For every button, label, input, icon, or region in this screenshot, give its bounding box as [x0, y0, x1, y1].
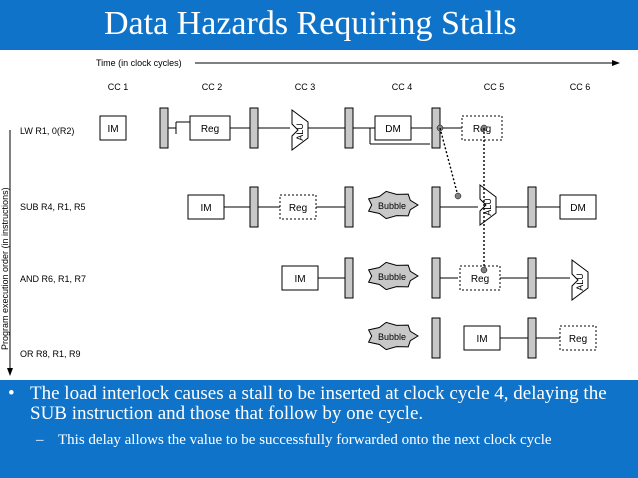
sub-im-block-label: IM	[200, 203, 211, 214]
and-reg-block-label: Reg	[471, 274, 489, 285]
pipeline-register	[159, 107, 169, 149]
sub-im-block	[187, 194, 225, 220]
pipeline-diagram-svg: Time (in clock cycles) Program execution …	[0, 58, 620, 376]
bullet-text: The load interlock causes a stall to be …	[30, 383, 607, 424]
instruction-label: SUB R4, R1, R5	[20, 202, 86, 212]
pipeline-register	[249, 107, 259, 149]
instruction-label: LW R1, 0(R2)	[20, 126, 74, 136]
forwarding-path	[439, 127, 459, 197]
bullet-marker: •	[8, 383, 15, 404]
sub-bubble-label: Bubble	[378, 201, 406, 211]
program-axis-arrowhead	[7, 368, 13, 376]
clock-cycle-label: CC 1	[108, 82, 129, 92]
pipeline-register	[527, 317, 537, 359]
or-bubble	[367, 321, 419, 351]
and-alu-block-label: ALU	[575, 273, 585, 291]
clock-cycle-label: CC 5	[484, 82, 505, 92]
pipeline-register	[431, 257, 441, 299]
sub-alu-block	[479, 184, 497, 226]
instruction-label: OR R8, R1, R9	[20, 349, 81, 359]
forwarding-target-dot	[480, 266, 488, 274]
clock-cycle-label: CC 2	[202, 82, 223, 92]
pipeline-register	[344, 107, 354, 149]
lw-dm-block-label: DM	[385, 124, 401, 135]
and-reg-block	[459, 265, 501, 291]
pipeline-register	[527, 186, 537, 228]
and-bubble	[367, 261, 419, 291]
bullet-list: • The load interlock causes a stall to b…	[0, 380, 638, 478]
sub-dm-block-label: DM	[570, 203, 586, 214]
or-reg-block	[559, 325, 597, 351]
and-alu-block	[571, 259, 589, 301]
lw-alu-block	[291, 109, 309, 151]
and-bubble-label: Bubble	[378, 272, 406, 282]
lw-im-block-label: IM	[107, 124, 118, 135]
sub-reg-block-label: Reg	[289, 203, 307, 214]
pipeline-register	[431, 317, 441, 359]
pipeline-register	[249, 186, 259, 228]
bullet-item: • The load interlock causes a stall to b…	[8, 384, 628, 424]
and-im-block-label: IM	[294, 274, 305, 285]
pipeline-register	[431, 186, 441, 228]
sub-bullet-text: This delay allows the value to be succes…	[58, 432, 552, 448]
clock-cycle-label: CC 3	[295, 82, 316, 92]
program-axis-label: Program execution order (in instructions…	[0, 187, 10, 350]
sub-bubble	[367, 190, 419, 220]
or-bubble-label: Bubble	[378, 332, 406, 342]
slide-title: Data Hazards Requiring Stalls	[104, 5, 517, 42]
pipeline-register	[344, 186, 354, 228]
pipeline-diagram: Time (in clock cycles) Program execution …	[0, 50, 638, 380]
lw-im-block	[99, 115, 127, 141]
sub-reg-block	[279, 194, 317, 220]
time-axis-label: Time (in clock cycles)	[96, 58, 182, 68]
sub-bullet-item: – This delay allows the value to be succ…	[36, 432, 626, 449]
clock-cycle-label: CC 6	[570, 82, 591, 92]
pipeline-register	[344, 257, 354, 299]
pipeline-register	[527, 257, 537, 299]
or-reg-block-label: Reg	[569, 334, 587, 345]
sub-dm-block	[559, 194, 597, 220]
instruction-label: AND R6, R1, R7	[20, 274, 86, 284]
or-im-block-label: IM	[476, 334, 487, 345]
lw-reg-block-label: Reg	[201, 124, 219, 135]
sub-bullet-marker: –	[36, 432, 44, 448]
clock-cycle-label: CC 4	[392, 82, 413, 92]
time-axis-arrowhead	[612, 60, 620, 66]
forwarding-target-dot	[454, 192, 462, 200]
sub-alu-block-label: ALU	[483, 198, 493, 216]
lw-wb-reg-block	[461, 115, 503, 141]
lw-alu-block-label: ALU	[295, 123, 305, 141]
